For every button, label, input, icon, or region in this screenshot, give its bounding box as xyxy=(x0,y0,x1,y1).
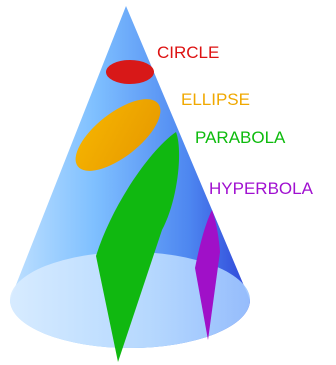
parabola-label: PARABOLA xyxy=(195,128,286,147)
circle-label: CIRCLE xyxy=(157,43,219,62)
ellipse-label: ELLIPSE xyxy=(181,90,250,109)
hyperbola-label: HYPERBOLA xyxy=(209,179,314,198)
circle-section xyxy=(106,60,154,84)
